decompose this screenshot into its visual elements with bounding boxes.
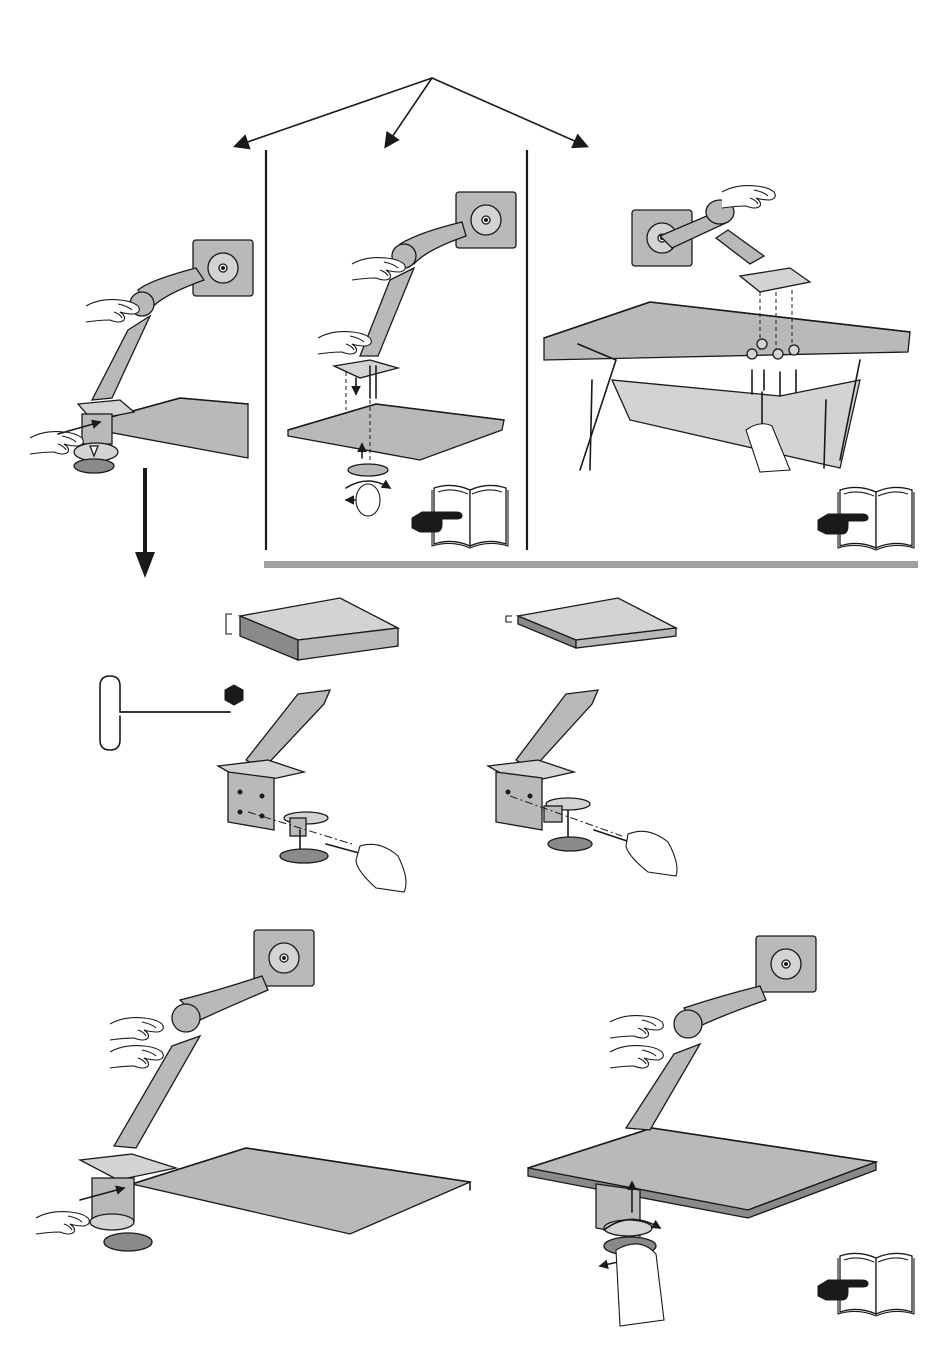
section-divider-bar (264, 561, 918, 568)
hex-key-icon (100, 676, 230, 750)
hand-icon (626, 831, 677, 876)
thick-desk-clamp-setup (218, 598, 406, 892)
grommet-mount-option (288, 192, 516, 548)
thin-desk-clamp-setup (488, 598, 677, 876)
manual-reference-icon (818, 486, 914, 550)
desk-icon (288, 404, 504, 460)
desk-icon (528, 1128, 876, 1218)
desk-icon (132, 1148, 470, 1234)
monitor-arm-icon (218, 690, 370, 863)
desk-icon (544, 302, 910, 470)
hand-icon (356, 844, 406, 892)
clamp-mount-option (30, 240, 253, 473)
monitor-arm-icon (488, 690, 636, 851)
tighten-clamp-under-desk (528, 936, 914, 1326)
hexagon-icon (225, 685, 243, 705)
monitor-arm-icon (596, 936, 816, 1266)
manual-reference-icon (412, 484, 508, 548)
manual-reference-icon (818, 1252, 914, 1316)
attach-clamp-to-desk (36, 930, 470, 1251)
down-arrow-icon (135, 468, 155, 578)
bolt-through-mount-option (544, 186, 914, 550)
branching-arrows-icon (236, 78, 586, 146)
desk-icon (506, 598, 676, 648)
desk-icon (226, 598, 398, 660)
